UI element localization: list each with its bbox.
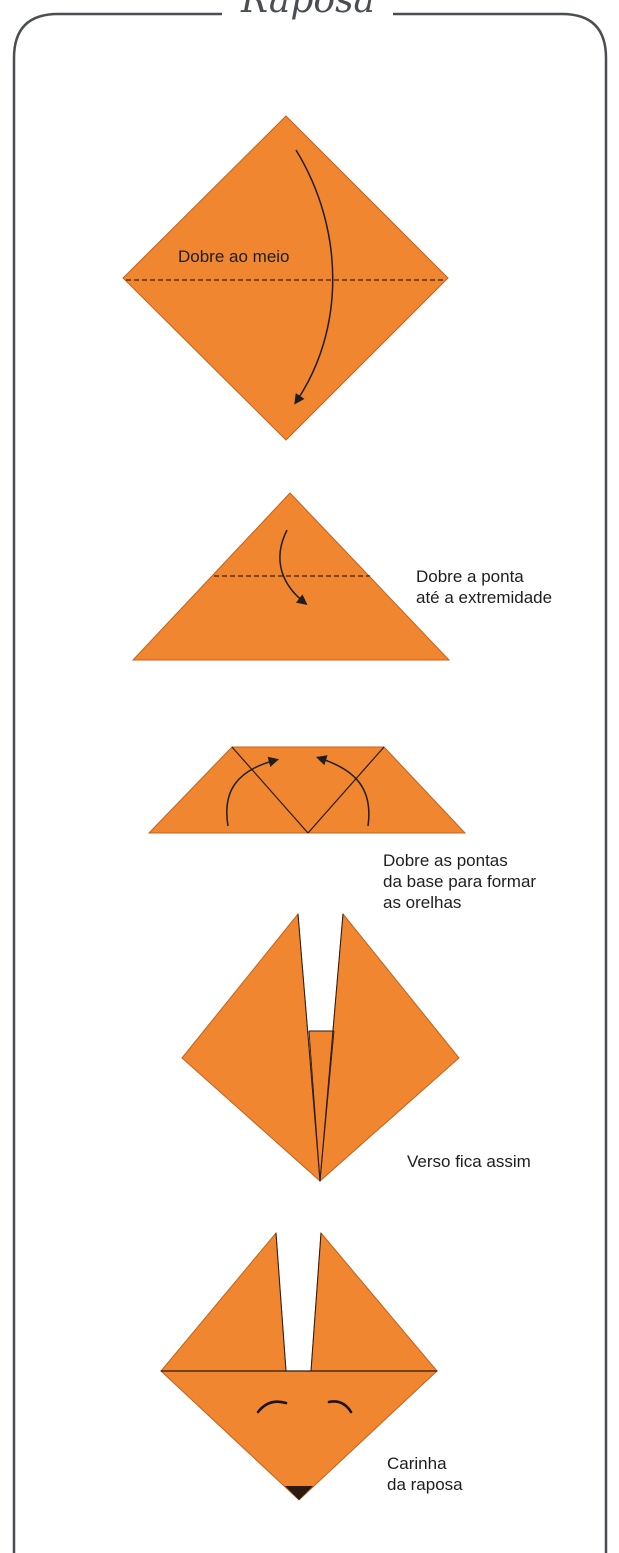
crease-line — [231, 746, 309, 834]
step-3-label: Dobre as pontas da base para formar as o… — [383, 850, 536, 913]
step-2-label: Dobre a ponta até a extremidade — [416, 566, 552, 608]
step-1-diagram — [122, 115, 449, 441]
step-4-diagram — [181, 912, 460, 1183]
page-title: Raposa — [240, 0, 375, 21]
step-3-diagram — [147, 746, 467, 834]
paper-right-panel — [319, 912, 460, 1183]
fox-left-ear — [159, 1231, 287, 1372]
step-label-line: Verso fica assim — [407, 1152, 531, 1171]
crease-line — [307, 746, 385, 834]
fold-arrow — [294, 149, 334, 405]
page-frame — [12, 12, 608, 1553]
fox-left-eye — [256, 1400, 288, 1414]
step-label-line: Dobre as pontas — [383, 851, 508, 870]
fold-arrow — [279, 529, 308, 605]
step-label-line: as orelhas — [383, 893, 462, 912]
step-5-label: Carinha da raposa — [387, 1453, 463, 1495]
crease-line — [319, 1030, 335, 1182]
crease-line — [275, 1232, 287, 1372]
fold-arrow-left — [226, 756, 280, 827]
step-5-diagram — [159, 1231, 439, 1501]
paper-trapezoid — [147, 746, 467, 834]
step-label-line: Carinha — [387, 1454, 447, 1473]
paper-square — [122, 115, 449, 441]
step-1-label: Dobre ao meio — [178, 246, 290, 267]
step-label-line: da base para formar — [383, 872, 537, 891]
fox-right-eye — [327, 1400, 353, 1414]
step-label-line: Dobre a ponta — [416, 567, 524, 586]
paper-center-strip — [309, 1031, 334, 1181]
step-2-diagram — [131, 492, 451, 661]
step-label-line: Dobre ao meio — [178, 247, 290, 266]
step-label-line: da raposa — [387, 1475, 463, 1494]
crease-line — [310, 1232, 322, 1372]
step-label-line: até a extremidade — [416, 588, 553, 607]
fox-nose — [285, 1486, 313, 1500]
fox-right-ear — [310, 1231, 439, 1372]
step-4-label: Verso fica assim — [407, 1151, 531, 1172]
fold-arrow-right — [315, 755, 370, 827]
crease-line — [308, 1030, 321, 1182]
paper-left-panel — [181, 912, 321, 1183]
